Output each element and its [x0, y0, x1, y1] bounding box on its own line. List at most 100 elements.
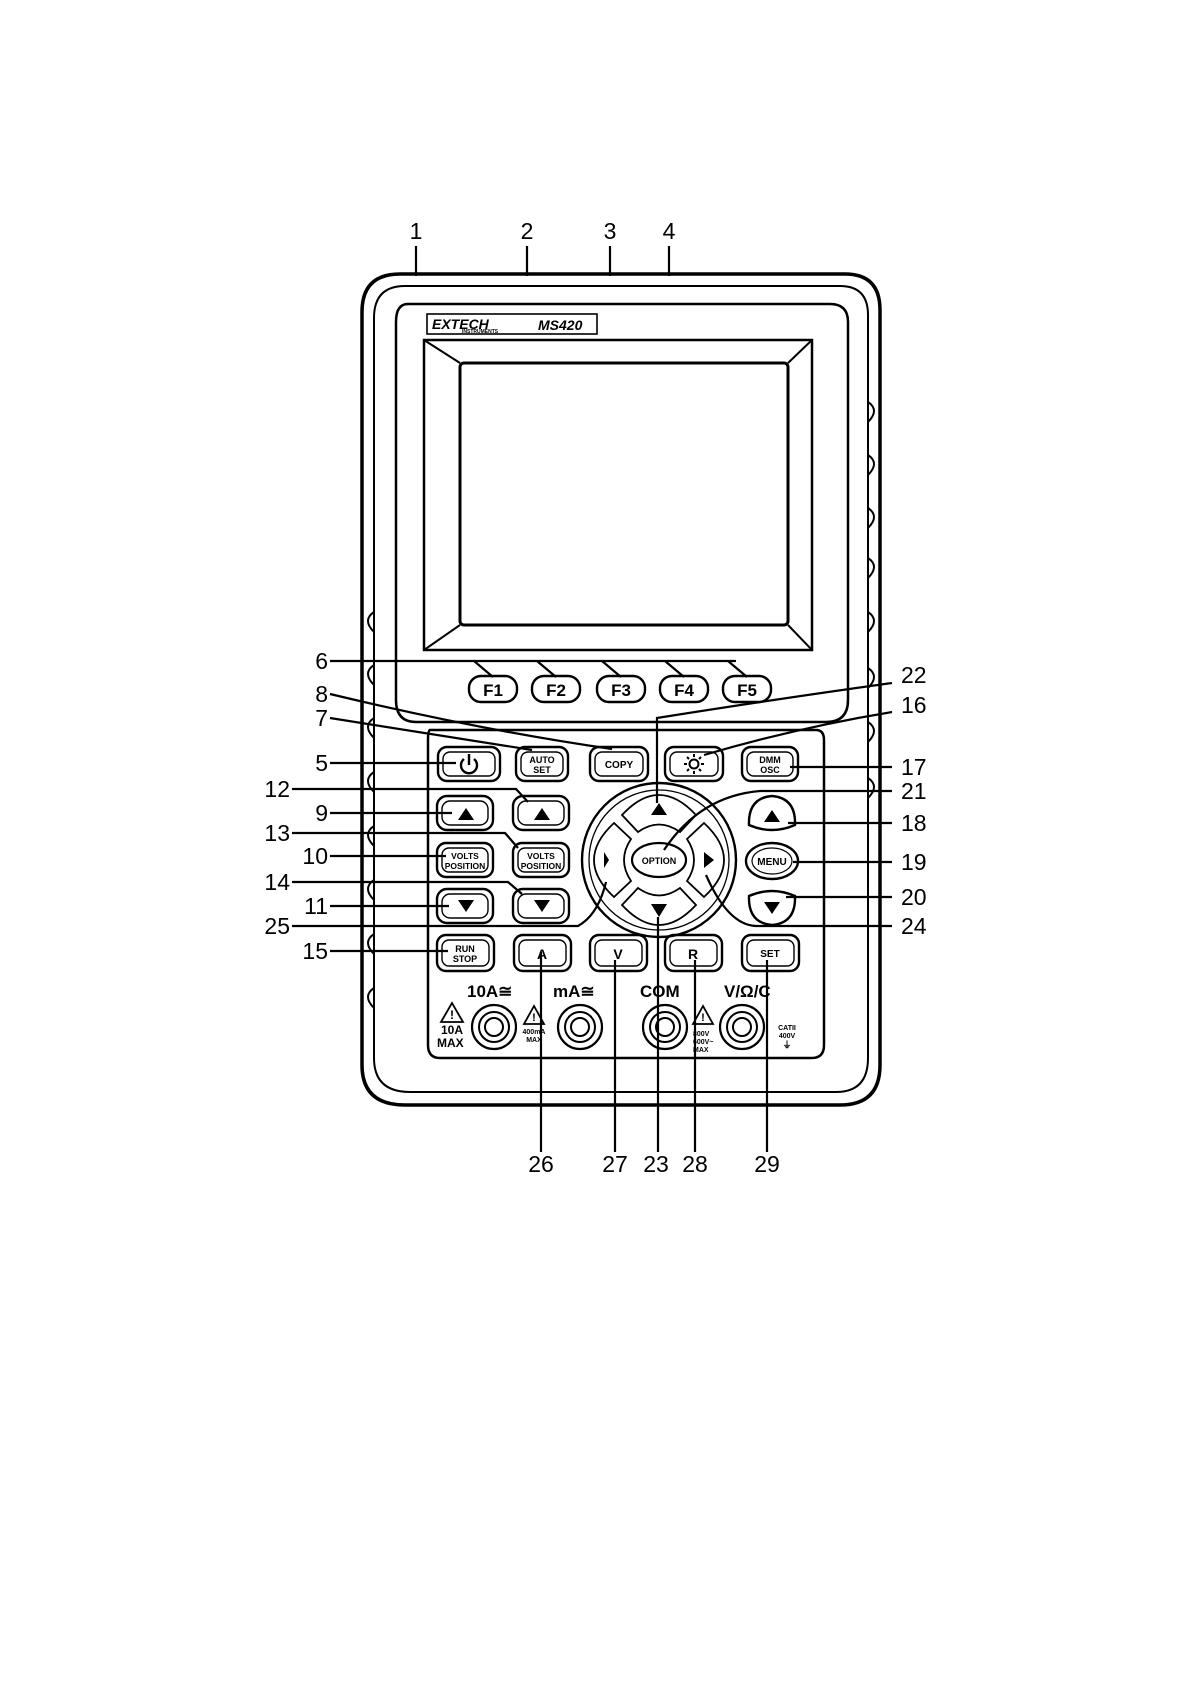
jack-label-com: COM	[640, 982, 680, 1001]
up-arrow-icon	[458, 808, 474, 820]
svg-text:!: !	[532, 1012, 536, 1024]
warning-10a: ! 10A MAX	[437, 1003, 464, 1050]
svg-text:VOLTS: VOLTS	[451, 851, 479, 861]
svg-text:DMM: DMM	[759, 755, 781, 765]
callout-7: 7	[315, 705, 328, 731]
set-button[interactable]: SET	[742, 935, 799, 971]
option-button[interactable]: OPTION	[632, 843, 686, 877]
menu-button[interactable]: MENU	[746, 843, 798, 879]
svg-text:MAX: MAX	[526, 1037, 542, 1044]
callout-18: 18	[901, 810, 927, 836]
right-up-button[interactable]	[749, 796, 795, 830]
svg-text:SET: SET	[760, 949, 779, 960]
dmm-osc-button[interactable]: DMM OSC	[742, 747, 798, 781]
callout-3: 3	[604, 218, 617, 244]
callout-1: 1	[410, 218, 423, 244]
callout-29: 29	[754, 1151, 780, 1177]
brand-sub: INSTRUMENTS	[462, 329, 499, 335]
callout-13: 13	[264, 820, 290, 846]
callout-17: 17	[901, 754, 927, 780]
callout-26: 26	[528, 1151, 554, 1177]
down-arrow-icon	[534, 900, 550, 912]
lcd-screen	[460, 363, 788, 625]
jack-10a[interactable]	[472, 1005, 516, 1049]
callout-14: 14	[264, 869, 290, 895]
f2-key[interactable]: F2	[532, 676, 580, 702]
callout-6: 6	[315, 648, 328, 674]
nav-up-button[interactable]	[622, 795, 696, 832]
callout-4: 4	[663, 218, 676, 244]
down-arrow-icon	[764, 902, 780, 914]
display-bezel: EXTECH INSTRUMENTS MS420	[396, 304, 848, 722]
svg-text:F1: F1	[483, 681, 503, 700]
svg-text:POSITION: POSITION	[521, 861, 562, 871]
up-arrow-icon	[651, 803, 667, 815]
callout-21: 21	[901, 778, 927, 804]
svg-text:⏚: ⏚	[782, 1040, 791, 1050]
svg-text:STOP: STOP	[453, 954, 477, 964]
callout-leaders	[292, 246, 892, 1152]
callout-5: 5	[315, 750, 328, 776]
callout-20: 20	[901, 884, 927, 910]
callout-22: 22	[901, 662, 927, 688]
f1-key[interactable]: F1	[469, 676, 517, 702]
left-arrow-icon	[604, 852, 609, 868]
svg-text:CATII: CATII	[778, 1025, 796, 1032]
nav-right-button[interactable]	[687, 823, 724, 897]
nav-left-button[interactable]	[594, 823, 631, 897]
input-jacks: 10A≅ mA≅ COM V/Ω/C ! 10A MA	[437, 982, 796, 1054]
callout-25: 25	[264, 913, 290, 939]
callout-2: 2	[521, 218, 534, 244]
callout-9: 9	[315, 800, 328, 826]
f3-key[interactable]: F3	[597, 676, 645, 702]
svg-text:!: !	[701, 1012, 705, 1024]
screen-outer-frame	[424, 340, 812, 650]
jack-label-10a: 10A≅	[467, 982, 512, 1001]
svg-text:AUTO: AUTO	[529, 755, 554, 765]
navigation-pad: OPTION	[582, 783, 736, 937]
svg-text:400V: 400V	[779, 1033, 796, 1040]
callout-15: 15	[302, 938, 328, 964]
ch-b-up-button[interactable]	[513, 796, 569, 830]
ch-b-volts-position-button[interactable]: VOLTS POSITION	[513, 843, 569, 877]
callout-8: 8	[315, 681, 328, 707]
svg-text:10A: 10A	[441, 1023, 463, 1037]
callout-11: 11	[304, 893, 328, 919]
f4-key[interactable]: F4	[660, 676, 708, 702]
r-button[interactable]: R	[665, 935, 722, 971]
up-arrow-icon	[534, 808, 550, 820]
jack-ma[interactable]	[558, 1005, 602, 1049]
svg-text:F2: F2	[546, 681, 566, 700]
sun-icon	[684, 754, 704, 774]
callout-23: 23	[643, 1151, 669, 1177]
svg-text:POSITION: POSITION	[445, 861, 486, 871]
keypad-panel	[428, 730, 824, 1058]
v-button[interactable]: V	[590, 935, 647, 971]
callout-28: 28	[682, 1151, 708, 1177]
callout-16: 16	[901, 692, 927, 718]
jack-vohm[interactable]	[720, 1005, 764, 1049]
svg-text:MENU: MENU	[757, 857, 786, 868]
svg-text:OSC: OSC	[760, 765, 780, 775]
right-arrow-icon	[704, 852, 714, 868]
jack-label-ma: mA≅	[553, 982, 595, 1001]
svg-text:F5: F5	[737, 681, 757, 700]
ch-a-volts-position-button[interactable]: VOLTS POSITION	[437, 843, 493, 877]
callout-27: 27	[602, 1151, 628, 1177]
svg-text:!: !	[450, 1008, 454, 1022]
down-arrow-icon	[458, 900, 474, 912]
svg-text:SET: SET	[533, 765, 551, 775]
svg-text:RUN: RUN	[455, 944, 475, 954]
svg-text:F4: F4	[674, 681, 694, 700]
power-icon	[461, 754, 477, 773]
a-button[interactable]: A	[514, 935, 571, 971]
model-name: MS420	[538, 317, 583, 333]
auto-set-button[interactable]: AUTO SET	[516, 747, 568, 781]
run-stop-button[interactable]: RUN STOP	[437, 935, 494, 971]
copy-button[interactable]: COPY	[590, 747, 648, 781]
f5-key[interactable]: F5	[723, 676, 771, 702]
jack-com[interactable]	[643, 1005, 687, 1049]
svg-text:COPY: COPY	[605, 760, 634, 771]
callout-10: 10	[302, 843, 328, 869]
callout-12: 12	[264, 776, 290, 802]
